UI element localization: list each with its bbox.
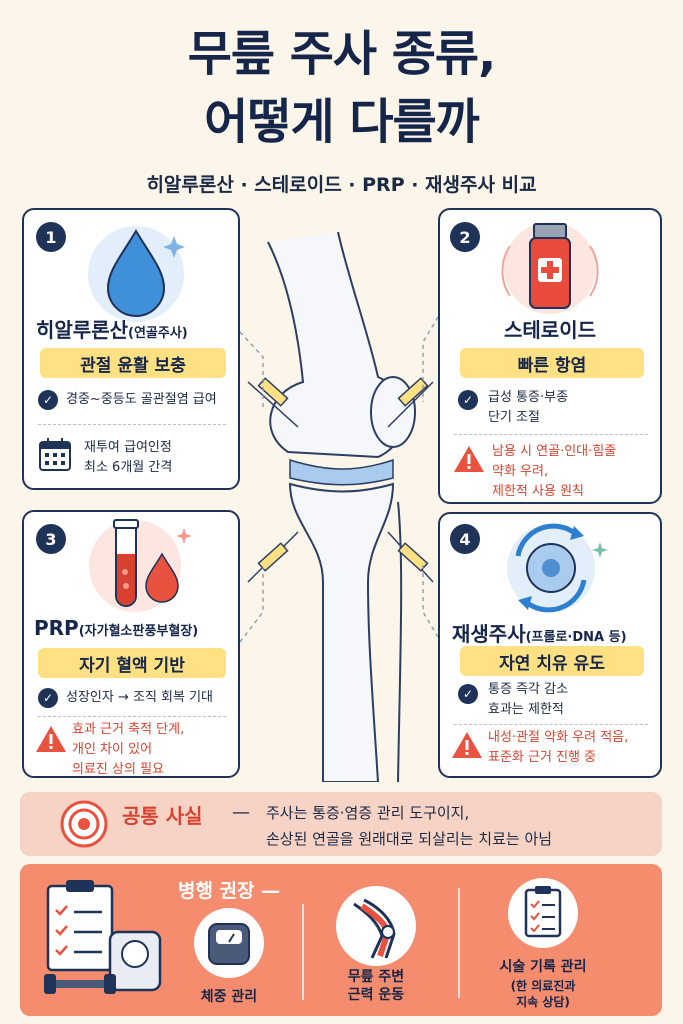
card-warning-line2: 개인 차이 있어 — [72, 742, 153, 757]
leg-muscle-icon — [353, 898, 396, 959]
card-title-note: (프롤로·DNA 등) — [525, 630, 627, 645]
card-title-text: 히알루론산 — [36, 318, 128, 342]
card-title: PRP(자가혈소판풍부혈장) — [34, 616, 198, 640]
recommendation-weight-label: 체중 관리 — [200, 989, 258, 1005]
target-icon — [60, 800, 108, 848]
checklist-scale-icon — [44, 880, 162, 994]
warning-icon — [454, 446, 484, 472]
card-number: 4 — [450, 524, 480, 554]
card-hyaluronic-acid: 1 히알루론산(연골주사) 관절 윤활 보충 ✓ 경중~중등도 골관절염 급여 … — [22, 208, 240, 490]
card-title-text: 재생주사 — [452, 622, 526, 646]
check-icon: ✓ — [38, 390, 58, 410]
recommendation-record-sub-line1: (한 의료진과 — [510, 979, 576, 993]
card-warning-line2: 표준화 근거 진행 중 — [488, 750, 597, 765]
check-icon: ✓ — [38, 688, 58, 708]
card-number: 1 — [36, 222, 66, 252]
card-title-note: (연골주사) — [128, 326, 188, 341]
card-warning-line3: 제한적 사용 원칙 — [492, 484, 584, 499]
clipboard-icon — [524, 886, 562, 938]
recommendation-exercise-line1: 무릎 주변 — [347, 969, 405, 985]
card-note-line1: 재투여 급여인정 — [84, 440, 172, 455]
card-warning-line1: 남용 시 연골·인대·힘줄 — [492, 444, 617, 459]
card-point: 성장인자 → 조직 회복 기대 — [66, 690, 214, 705]
page-title-line2: 어떻게 다를까 — [204, 94, 480, 150]
card-number: 3 — [36, 524, 66, 554]
common-fact-dash: — — [232, 802, 250, 823]
card-point-line1: 통증 즉각 감소 — [488, 682, 569, 697]
card-regenerative: 4 재생주사(프롤로·DNA 등) 자연 치유 유도 ✓ 통증 즉각 감소 효과… — [438, 512, 662, 778]
card-title: 재생주사(프롤로·DNA 등) — [452, 618, 627, 647]
knee-exercise-badge — [336, 886, 416, 966]
warning-icon — [452, 732, 482, 758]
weight-scale-badge — [194, 908, 264, 978]
check-icon: ✓ — [458, 684, 478, 704]
card-highlight: 자기 혈액 기반 — [38, 648, 226, 678]
water-drop-icon — [88, 226, 185, 322]
blood-tube-icon — [89, 519, 192, 612]
common-fact-label: 공통 사실 — [122, 804, 203, 828]
divider — [454, 724, 648, 725]
card-warning-line3: 의료진 상의 필요 — [72, 762, 164, 777]
divider — [454, 434, 648, 435]
page-subtitle: 히알루론산 · 스테로이드 · PRP · 재생주사 비교 — [146, 174, 537, 196]
card-point-line2: 효과는 제한적 — [488, 702, 564, 717]
check-icon: ✓ — [458, 390, 478, 410]
medicine-vial-icon — [501, 222, 599, 314]
card-warning-line2: 약화 우려, — [492, 464, 549, 479]
recommendation-record-sub-line2: 지속 상담) — [516, 995, 570, 1009]
page-title-line1: 무릎 주사 종류, — [187, 26, 497, 82]
common-fact-line2: 손상된 연골을 원래대로 되살리는 치료는 아님 — [266, 830, 553, 848]
card-title: 히알루론산(연골주사) — [36, 314, 188, 343]
card-prp: 3 PRP(자가혈소판풍부혈장) 자기 혈액 기반 ✓ 성장인자 → 조직 회복… — [22, 510, 240, 778]
card-title-note: (자가혈소판풍부혈장) — [78, 624, 199, 639]
recommendation-record-label: 시술 기록 관리 — [499, 959, 587, 975]
divider — [38, 716, 226, 717]
knee-joint-illustration — [239, 231, 439, 782]
divider — [38, 424, 226, 425]
divider — [302, 904, 304, 1000]
common-fact-banner: 공통 사실 — 주사는 통증·염증 관리 도구이지, 손상된 연골을 원래대로 … — [20, 792, 662, 856]
card-point-line2: 단기 조절 — [488, 410, 540, 425]
calendar-icon — [39, 438, 71, 471]
recommendation-section: 병행 권장 — 체중 관리 무릎 주변 근력 운동 — [20, 864, 662, 1016]
card-title: 스테로이드 — [504, 318, 596, 342]
card-point: 경중~중등도 골관절염 급여 — [66, 392, 217, 407]
card-highlight: 빠른 항염 — [460, 348, 644, 378]
cell-regeneration-icon — [507, 523, 608, 613]
card-warning-line1: 효과 근거 축적 단계, — [72, 722, 185, 737]
common-fact-line1: 주사는 통증·염증 관리 도구이지, — [266, 804, 470, 822]
record-management-badge — [508, 878, 578, 948]
card-title-text: PRP — [34, 616, 79, 640]
card-steroid: 2 스테로이드 빠른 항염 ✓ 급성 통증·부종 단기 조절 남용 시 연골·인… — [438, 208, 662, 504]
scale-icon — [208, 923, 250, 965]
recommendation-title: 병행 권장 — — [178, 880, 281, 902]
card-number: 2 — [450, 222, 480, 252]
divider — [458, 888, 460, 998]
card-note-line2: 최소 6개월 간격 — [84, 460, 173, 475]
card-highlight: 자연 치유 유도 — [460, 646, 644, 676]
warning-icon — [36, 726, 66, 752]
recommendation-exercise-line2: 근력 운동 — [347, 987, 405, 1003]
card-highlight: 관절 윤활 보충 — [40, 348, 226, 378]
card-point-line1: 급성 통증·부종 — [488, 390, 569, 405]
card-warning-line1: 내성·관절 약화 우려 적음, — [488, 730, 629, 745]
